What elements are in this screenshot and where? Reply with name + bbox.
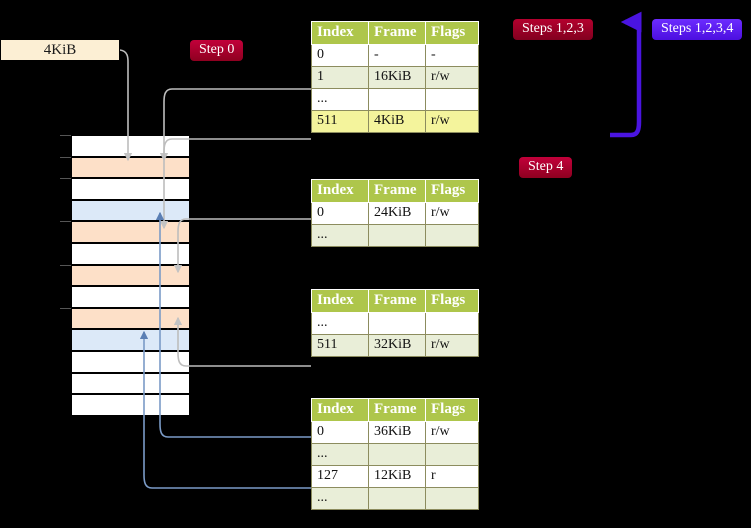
column-header-frame: Frame: [368, 21, 426, 45]
memory-frame: [71, 329, 190, 351]
memory-frame: [71, 243, 190, 265]
cell-index: 0: [311, 202, 369, 225]
memory-frame: [71, 221, 190, 243]
cell-flags: [425, 312, 479, 335]
memory-frame: [71, 394, 190, 416]
memory-frame: [71, 307, 190, 330]
cell-frame: -: [368, 44, 426, 67]
badge-steps-1-2-3: Steps 1,2,3: [513, 19, 593, 41]
cell-frame: 4KiB: [368, 110, 426, 133]
column-header-index: Index: [311, 289, 369, 313]
memory-frame-tick: [60, 178, 71, 180]
cell-flags: r/w: [425, 110, 479, 133]
column-header-flags: Flags: [425, 179, 479, 203]
memory-frame: [71, 264, 190, 287]
memory-frame: [71, 199, 190, 222]
memory-frame: [71, 372, 190, 395]
memory-frame: [71, 178, 190, 200]
cell-index: ...: [311, 224, 369, 247]
table-row: ...: [311, 88, 479, 111]
cell-flags: r/w: [425, 202, 479, 225]
memory-frame-tick: [60, 135, 71, 136]
cell-frame: 12KiB: [368, 465, 426, 488]
cell-flags: [425, 443, 479, 466]
column-header-frame: Frame: [368, 179, 426, 203]
cell-flags: [425, 487, 479, 510]
cell-flags: r/w: [425, 334, 479, 357]
memory-frame-tick: [60, 221, 71, 223]
table-row: 0--: [311, 44, 479, 67]
cell-index: 511: [311, 110, 369, 133]
badge-step-4: Step 4: [519, 157, 573, 179]
column-header-flags: Flags: [425, 398, 479, 422]
cell-index: 127: [311, 465, 369, 488]
memory-frame-tick: [60, 264, 71, 266]
cell-index: 1: [311, 66, 369, 89]
cell-index: ...: [311, 487, 369, 510]
cell-frame: [368, 487, 426, 510]
cell-frame: [368, 443, 426, 466]
cell-frame: 32KiB: [368, 334, 426, 357]
cell-frame: 24KiB: [368, 202, 426, 225]
badge-step-0: Step 0: [190, 40, 244, 62]
cell-flags: -: [425, 44, 479, 67]
column-header-frame: Frame: [368, 398, 426, 422]
column-header-index: Index: [311, 398, 369, 422]
table-row: ...: [311, 443, 479, 466]
cell-flags: [425, 224, 479, 247]
badge-steps-1-2-3-4: Steps 1,2,3,4: [652, 19, 743, 41]
page-size-box: 4KiB: [0, 39, 120, 61]
column-header-frame: Frame: [368, 289, 426, 313]
cell-index: ...: [311, 443, 369, 466]
cell-frame: 36KiB: [368, 421, 426, 444]
cell-frame: [368, 312, 426, 335]
table-row: ...: [311, 487, 479, 510]
steps-loop-arrow: [610, 11, 642, 138]
cell-index: ...: [311, 88, 369, 111]
table-row: ...: [311, 224, 479, 247]
cell-frame: [368, 88, 426, 111]
cell-index: ...: [311, 312, 369, 335]
cell-frame: [368, 224, 426, 247]
column-header-flags: Flags: [425, 289, 479, 313]
cell-index: 0: [311, 44, 369, 67]
memory-frame: [71, 156, 190, 179]
column-header-index: Index: [311, 179, 369, 203]
memory-frame: [71, 135, 190, 157]
column-header-flags: Flags: [425, 21, 479, 45]
column-header-index: Index: [311, 21, 369, 45]
cell-flags: r: [425, 465, 479, 488]
memory-frame-tick: [60, 307, 71, 309]
cell-index: 0: [311, 421, 369, 444]
cell-flags: r/w: [425, 421, 479, 444]
cell-index: 511: [311, 334, 369, 357]
memory-frame: [71, 286, 190, 308]
cell-flags: [425, 88, 479, 111]
cell-flags: r/w: [425, 66, 479, 89]
memory-frame-tick: [60, 156, 71, 158]
table-row: ...: [311, 312, 479, 335]
physical-memory-column: [60, 135, 190, 416]
memory-frame: [71, 351, 190, 373]
cell-frame: 16KiB: [368, 66, 426, 89]
